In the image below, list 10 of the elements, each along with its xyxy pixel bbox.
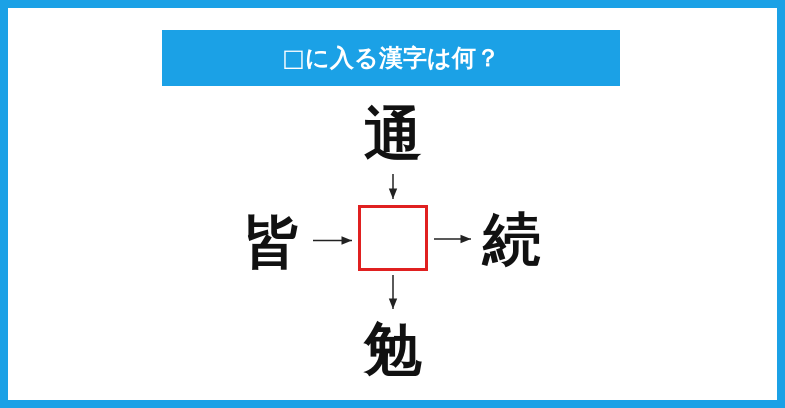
- arrow: [313, 236, 352, 245]
- kanji-text: 続: [477, 205, 547, 275]
- arrow: [434, 234, 471, 244]
- answer-box: [358, 205, 428, 271]
- arrow: [388, 174, 398, 199]
- kanji-text: 皆: [237, 208, 307, 278]
- kanji-text: 通: [358, 100, 428, 170]
- arrow: [388, 275, 398, 309]
- title-banner: □に入る漢字は何？: [162, 30, 620, 86]
- kanji-text: 勉: [358, 315, 428, 385]
